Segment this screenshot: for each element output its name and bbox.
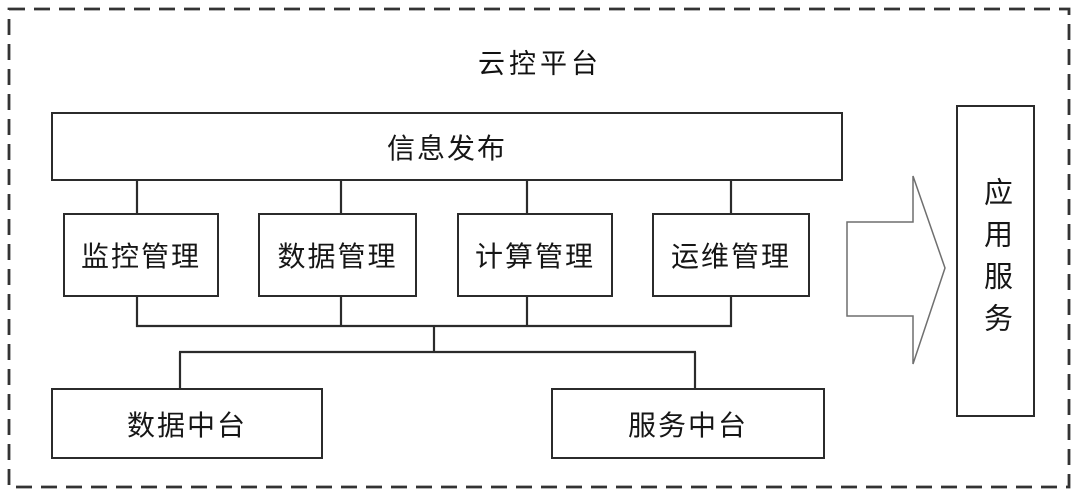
info-publish-box: 信息发布 bbox=[51, 112, 843, 181]
arrow-right-icon bbox=[846, 175, 946, 365]
module-box-data: 数据管理 bbox=[258, 213, 417, 297]
module-box-operations: 运维管理 bbox=[652, 213, 810, 297]
platform-box-data-middle: 数据中台 bbox=[51, 388, 323, 459]
module-box-computing: 计算管理 bbox=[457, 213, 613, 297]
connectors-info-to-modules bbox=[135, 181, 733, 213]
module-box-monitoring: 监控管理 bbox=[63, 213, 219, 297]
connectors-modules-to-bus bbox=[135, 297, 733, 328]
application-service-box: 应用服务 bbox=[956, 105, 1035, 417]
platform-box-service-middle: 服务中台 bbox=[551, 388, 825, 459]
connectors-bus-to-platforms bbox=[178, 326, 697, 389]
platform-dashed-boundary bbox=[7, 7, 1071, 489]
diagram-title: 云控平台 bbox=[478, 49, 602, 79]
